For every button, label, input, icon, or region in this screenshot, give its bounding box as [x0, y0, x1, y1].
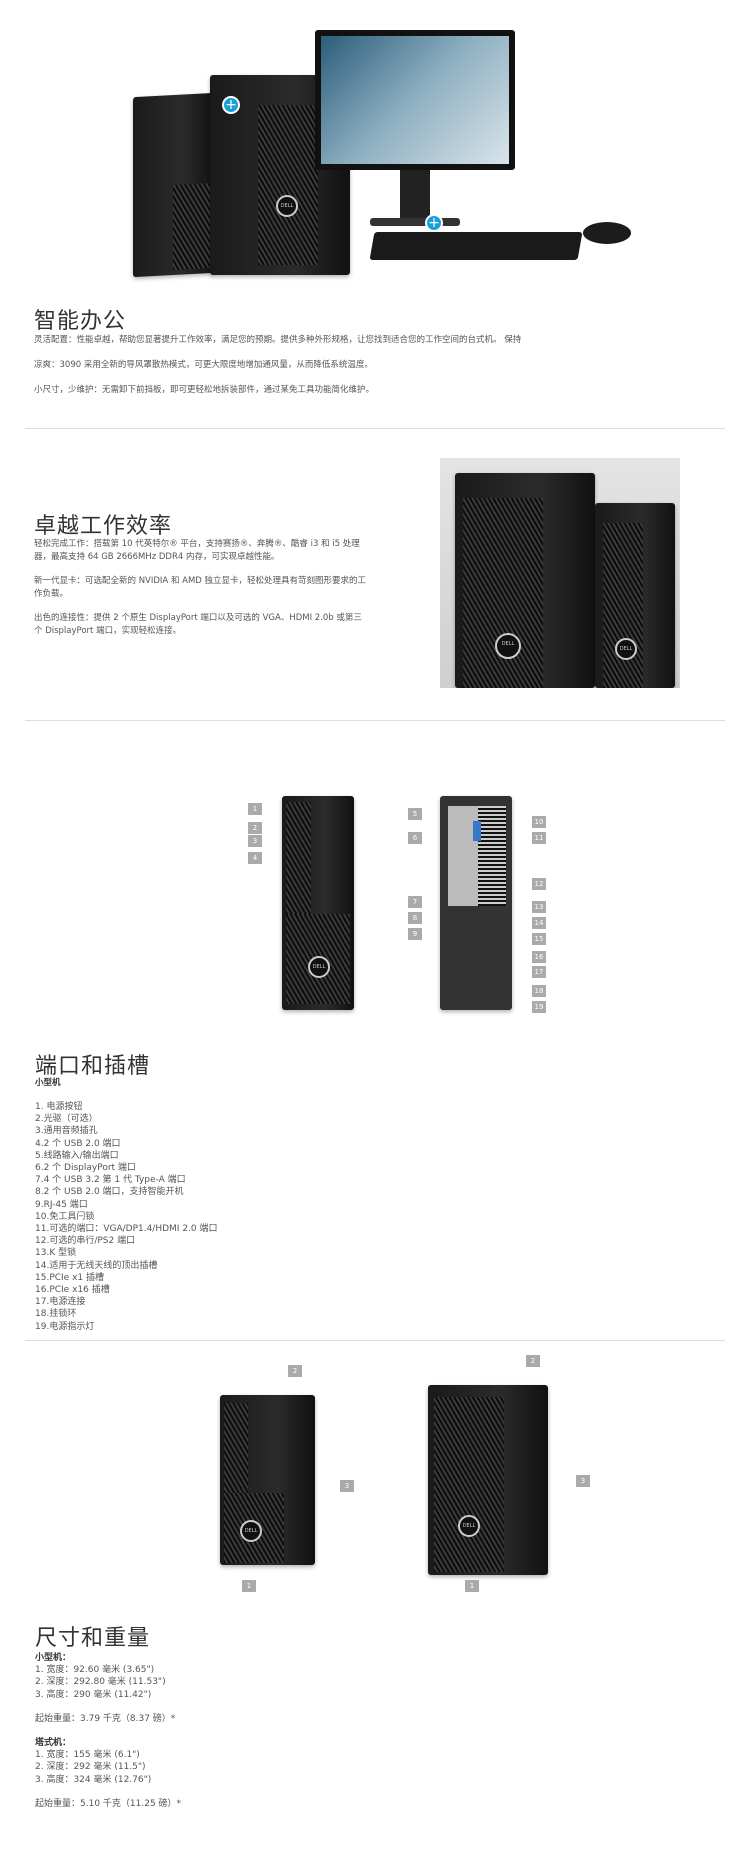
- callout-tag: 2: [248, 822, 262, 834]
- port-list-item: 2.光驱（可选）: [35, 1114, 98, 1125]
- paragraph: 灵活配置：性能卓越，帮助您显著提升工作效率，满足您的预期。提供多种外形规格，让您…: [34, 335, 522, 345]
- port-list-item: 7.4 个 USB 3.2 第 1 代 Type-A 端口: [35, 1175, 186, 1186]
- port-list-item: 13.K 型锁: [35, 1248, 77, 1259]
- callout-tag: 9: [408, 928, 422, 940]
- callout-tag: 14: [532, 917, 546, 929]
- port-list-item: 15.PCIe x1 插槽: [35, 1272, 104, 1283]
- port-list-item: 11.可选的端口：VGA/DP1.4/HDMI 2.0 端口: [35, 1224, 218, 1235]
- paragraph: 新一代显卡：可选配全新的 NVIDIA 和 AMD 独立显卡，轻松处理具有苛刻图…: [34, 576, 367, 599]
- port-list-item: 5.线路输入/输出端口: [35, 1150, 119, 1161]
- callout-tag: 13: [532, 901, 546, 913]
- paragraph: 出色的连接性：提供 2 个原生 DisplayPort 端口以及可选的 VGA、…: [34, 613, 362, 636]
- callout-tag: 17: [532, 966, 546, 978]
- plus-icon[interactable]: +: [425, 214, 443, 232]
- monitor: [315, 30, 515, 170]
- port-list-item: 19.电源指示灯: [35, 1321, 95, 1332]
- callout-tag: 5: [408, 808, 422, 820]
- paragraph: 凉爽：3090 采用全新的导风罩散热模式，可更大限度地增加通风量，从而降低系统温…: [34, 360, 373, 370]
- port-list-item: 4.2 个 USB 2.0 端口: [35, 1138, 121, 1149]
- callout-tag: 18: [532, 985, 546, 997]
- section-title: 卓越工作效率: [34, 514, 173, 539]
- callout-tag: 12: [532, 878, 546, 890]
- sff-dim: 3. 高度：290 毫米 (11.42"): [35, 1689, 152, 1700]
- port-list-item: 16.PCIe x16 插槽: [35, 1285, 110, 1296]
- port-list-item: 12.可选的串行/PS2 端口: [35, 1236, 136, 1247]
- sff-label: 小型机：: [35, 1653, 72, 1663]
- tower-dim: 3. 高度：324 毫米 (12.76"): [35, 1774, 152, 1785]
- callout-tag: 16: [532, 951, 546, 963]
- dell-logo: DELL: [495, 633, 521, 659]
- callout-tag: 15: [532, 933, 546, 945]
- sff-tower: [133, 92, 215, 278]
- callout-tag: 3: [340, 1480, 354, 1492]
- subtitle: 小型机: [35, 1078, 61, 1088]
- port-list-item: 6.2 个 DisplayPort 端口: [35, 1163, 136, 1174]
- sff-dim: 2. 深度：292.80 毫米 (11.53"): [35, 1677, 166, 1688]
- callout-tag: 7: [408, 896, 422, 908]
- product-photo: DELL DELL: [440, 458, 680, 688]
- port-list-item: 17.电源连接: [35, 1297, 86, 1308]
- sff-weight: 起始重量：3.79 千克（8.37 磅）*: [35, 1713, 176, 1724]
- hero-product-image: DELL + +: [0, 0, 750, 290]
- section-title: 智能办公: [34, 309, 127, 334]
- tower-label: 塔式机：: [35, 1738, 72, 1749]
- divider: [25, 720, 725, 721]
- callout-tag: 6: [408, 832, 422, 844]
- paragraph: 轻松完成工作：搭载第 10 代英特尔® 平台，支持赛扬®、奔腾®、酷睿 i3 和…: [34, 539, 360, 562]
- port-list-item: 3.通用音频插孔: [35, 1126, 98, 1137]
- callout-tag: 3: [248, 835, 262, 847]
- dimensions-list: 小型机： 1. 宽度：92.60 毫米 (3.65") 2. 深度：292.80…: [35, 1652, 335, 1810]
- callout-tag: 1: [465, 1580, 479, 1592]
- keyboard: [369, 232, 583, 260]
- dimensions-diagram: DELL 2 3 1 DELL 2 3 1: [210, 1355, 610, 1595]
- paragraph: 小尺寸，少维护：无需卸下前挡板，即可更轻松地拆装部件，通过某免工具功能简化维护。: [34, 385, 375, 395]
- plus-icon[interactable]: +: [222, 96, 240, 114]
- callout-tag: 3: [576, 1475, 590, 1487]
- callout-tag: 10: [532, 816, 546, 828]
- callout-tag: 1: [248, 803, 262, 815]
- callout-tag: 8: [408, 912, 422, 924]
- callout-tag: 1: [242, 1580, 256, 1592]
- port-list-item: 18.挂锁环: [35, 1309, 77, 1320]
- tower-dim: 1. 宽度：155 毫米 (6.1"): [35, 1750, 140, 1761]
- callout-tag: 19: [532, 1001, 546, 1013]
- callout-tag: 4: [248, 852, 262, 864]
- ports-diagram: DELL 1 2 3 4 5 6 7 8 9 10 11 12 13 14 15…: [230, 760, 560, 1013]
- divider: [25, 1340, 725, 1341]
- port-list-item: 1. 电源按钮: [35, 1102, 83, 1112]
- section-title: 尺寸和重量: [35, 1626, 151, 1651]
- port-list-item: 14.适用于无线天线的顶出插槽: [35, 1260, 158, 1271]
- section-title: 端口和插槽: [35, 1054, 151, 1079]
- sff-dim: 1. 宽度：92.60 毫米 (3.65"): [35, 1665, 155, 1676]
- tower-dim: 2. 深度：292 毫米 (11.5"): [35, 1762, 146, 1773]
- port-list-item: 10.免工具闩锁: [35, 1211, 95, 1222]
- tower-weight: 起始重量：5.10 千克（11.25 磅）*: [35, 1798, 182, 1809]
- mouse: [583, 222, 631, 244]
- port-list-item: 9.RJ-45 端口: [35, 1199, 88, 1210]
- callout-tag: 2: [526, 1355, 540, 1367]
- divider: [25, 428, 725, 429]
- port-list-item: 8.2 个 USB 2.0 端口，支持智能开机: [35, 1187, 184, 1198]
- callout-tag: 2: [288, 1365, 302, 1377]
- callout-tag: 11: [532, 832, 546, 844]
